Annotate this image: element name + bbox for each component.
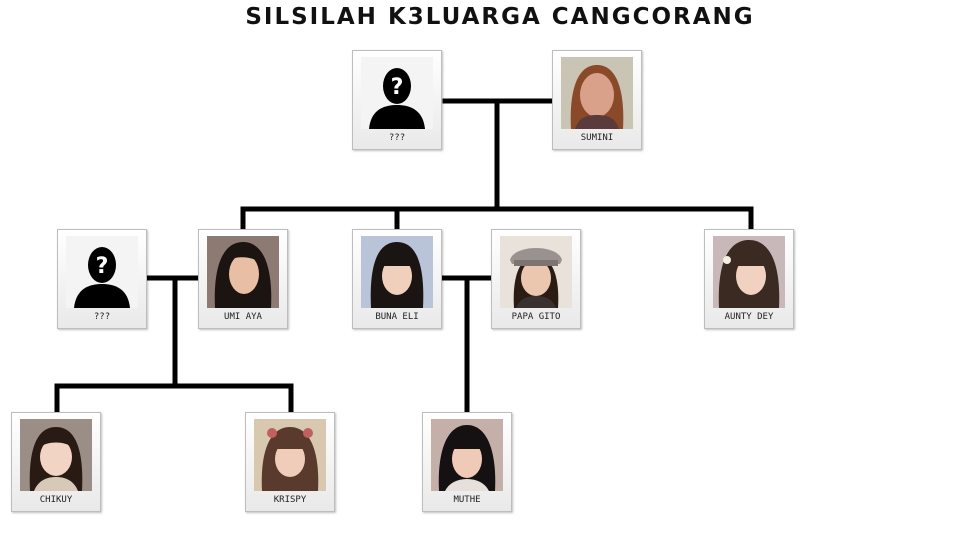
portrait-photo — [20, 419, 92, 491]
member-name: KRISPY — [273, 495, 307, 505]
unknown-silhouette-icon: ? — [66, 236, 138, 308]
member-card-papa-gito: PAPA GITO — [491, 229, 581, 329]
member-name: UMI AYA — [224, 312, 262, 322]
member-card-krispy: KRISPY — [245, 412, 335, 512]
member-name: ??? — [93, 312, 111, 322]
member-card-sumini: SUMINI — [552, 50, 642, 150]
portrait-photo — [713, 236, 785, 308]
member-name: MUTHE — [453, 495, 481, 505]
member-name: SUMINI — [580, 133, 614, 143]
portrait-photo — [500, 236, 572, 308]
member-card-muthe: MUTHE — [422, 412, 512, 512]
member-card-umi-aya: UMI AYA — [198, 229, 288, 329]
portrait-photo — [561, 57, 633, 129]
svg-text:?: ? — [96, 254, 109, 279]
portrait-photo — [254, 419, 326, 491]
member-card-aunty-dey: AUNTY DEY — [704, 229, 794, 329]
member-card-buna-eli: BUNA ELI — [352, 229, 442, 329]
member-card-unknown-grandfather: ? ??? — [352, 50, 442, 150]
diagram-title: SILSILAH K3LUARGA CANGCORANG — [245, 4, 755, 30]
member-name: PAPA GITO — [511, 312, 561, 322]
member-card-unknown-spouse: ? ??? — [57, 229, 147, 329]
portrait-photo — [431, 419, 503, 491]
unknown-silhouette-icon: ? — [361, 57, 433, 129]
member-name: CHIKUY — [39, 495, 73, 505]
svg-text:?: ? — [391, 75, 404, 100]
member-name: BUNA ELI — [375, 312, 419, 322]
member-card-chikuy: CHIKUY — [11, 412, 101, 512]
portrait-photo — [361, 236, 433, 308]
member-name: AUNTY DEY — [724, 312, 774, 322]
portrait-photo — [207, 236, 279, 308]
member-name: ??? — [388, 133, 406, 143]
